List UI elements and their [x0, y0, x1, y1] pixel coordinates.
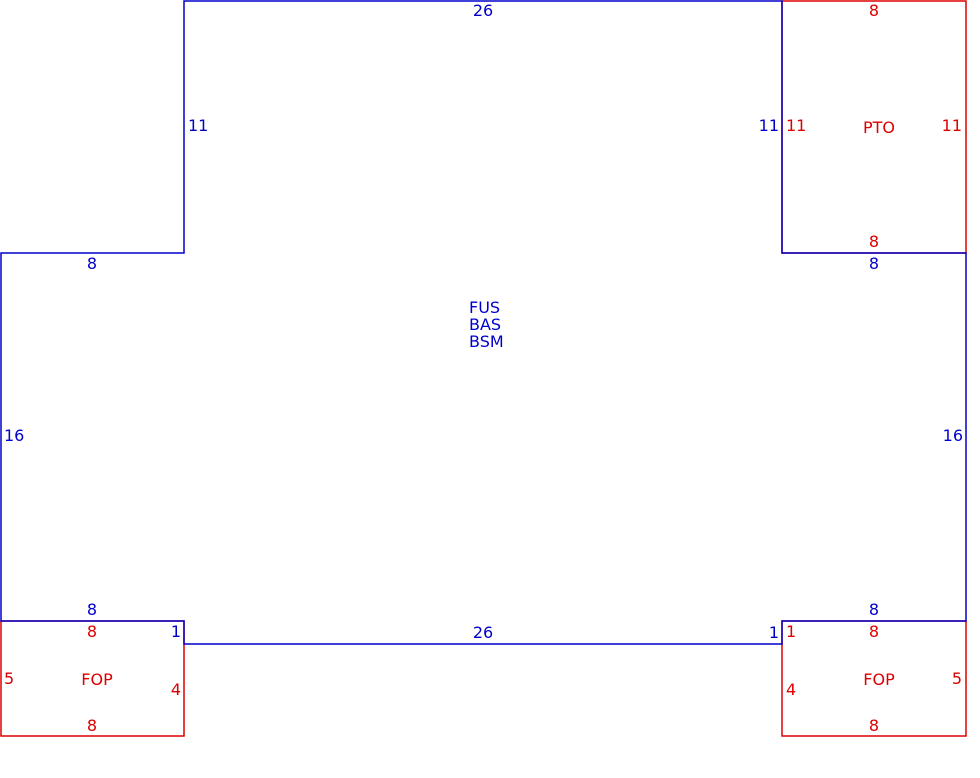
fop-right-dim-right: 5: [952, 669, 962, 688]
main-dim-left-step: 8: [87, 254, 97, 273]
main-label-bsm: BSM: [469, 332, 504, 351]
main-dim-bottom: 26: [473, 623, 493, 642]
main-area: FUS BAS BSM 26 11 11 8 8 16 16 8 8 26 1: [0, 0, 967, 645]
pto-dim-right: 11: [942, 116, 962, 135]
main-dim-upper-left-side: 11: [188, 116, 208, 135]
fop-right-dim-top: 8: [869, 622, 879, 641]
fop-left-label: FOP: [81, 670, 113, 689]
fop-right-dim-left-upper: 1: [786, 622, 796, 641]
main-dim-right-side: 16: [943, 426, 963, 445]
main-dim-bottom-left-step: 8: [87, 600, 97, 619]
fop-left-dim-bottom: 8: [87, 716, 97, 735]
pto-dim-bottom: 8: [869, 232, 879, 251]
pto-label: PTO: [863, 118, 895, 137]
fop-left-dim-left: 5: [4, 669, 14, 688]
main-dim-right-step: 8: [869, 254, 879, 273]
pto-area: PTO 8 11 11 8: [781, 0, 967, 254]
main-dim-bottom-right-step: 8: [869, 600, 879, 619]
fop-left-dim-right-upper: 1: [171, 622, 181, 641]
main-outline: [0, 0, 967, 645]
main-dim-upper-right-side: 11: [759, 116, 779, 135]
main-label-fus: FUS: [469, 298, 500, 317]
pto-dim-top: 8: [869, 1, 879, 20]
fop-right-area: FOP 8 1 4 5 8: [781, 620, 967, 737]
fop-left-dim-top: 8: [87, 622, 97, 641]
main-dim-top: 26: [473, 1, 493, 20]
fop-right-dim-bottom: 8: [869, 716, 879, 735]
fop-left-area: FOP 8 5 1 4 8: [0, 620, 185, 737]
main-dim-left-side: 16: [4, 426, 24, 445]
main-label-bas: BAS: [469, 315, 501, 334]
fop-right-label: FOP: [863, 670, 895, 689]
main-dim-right-notch: 1: [769, 623, 779, 642]
fop-left-dim-right: 4: [171, 680, 181, 699]
pto-dim-left: 11: [786, 116, 806, 135]
fop-right-dim-left: 4: [786, 680, 796, 699]
